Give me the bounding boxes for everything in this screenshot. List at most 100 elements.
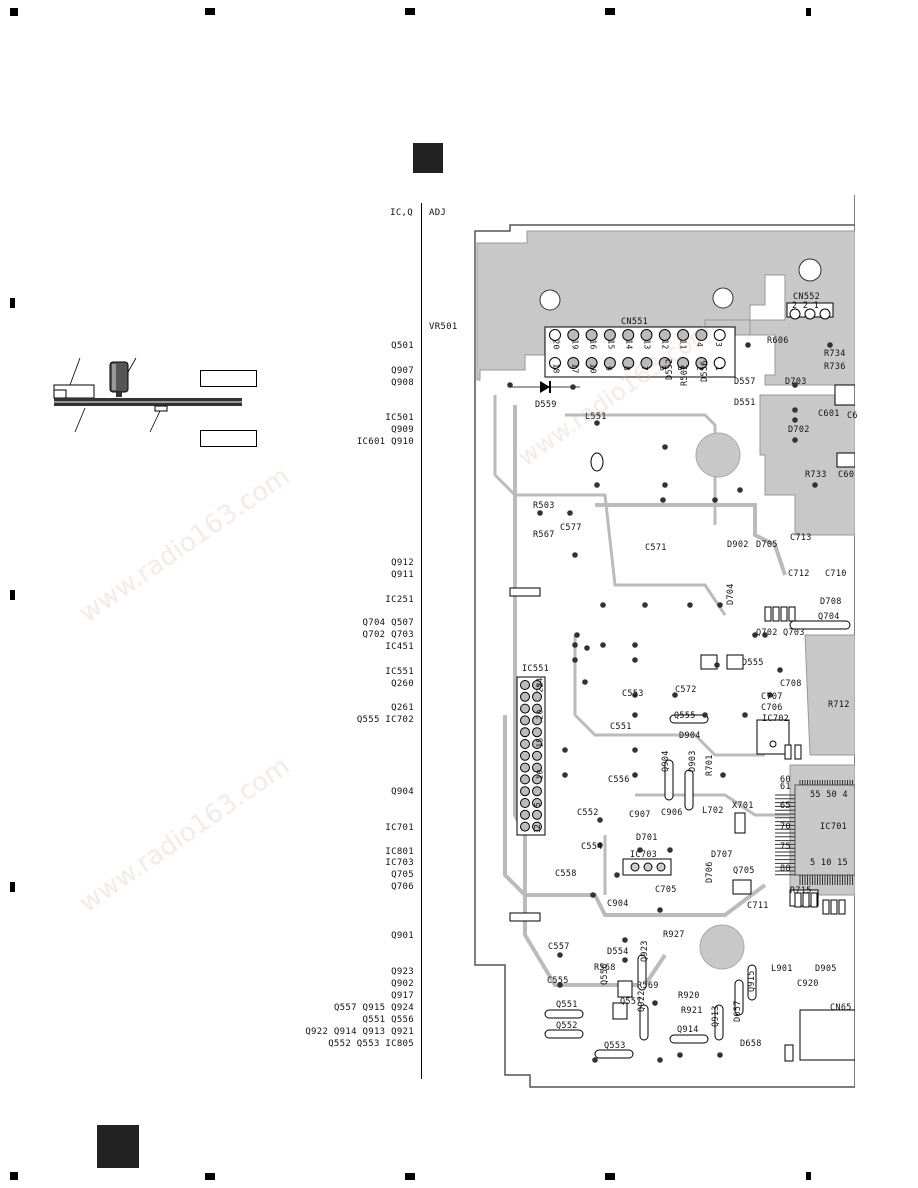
pcb-ref-d703: D703	[785, 377, 807, 387]
ic-q-label: Q702 Q703	[362, 630, 414, 640]
via	[600, 642, 606, 648]
cn551-pin-number: 19	[570, 339, 580, 350]
pcb-ref-l551: L551	[585, 412, 607, 422]
pcb-ref-cn552-pins: 2 2 1	[792, 301, 820, 311]
cn551-pin-number: 18	[551, 363, 561, 374]
via	[687, 602, 693, 608]
via	[594, 420, 600, 426]
via	[632, 642, 638, 648]
ic551-pin-number: 20	[535, 709, 545, 720]
ic-pin	[532, 703, 542, 714]
via	[827, 342, 833, 348]
ic-pin	[520, 750, 530, 761]
pcb-ref-d904: D904	[679, 731, 701, 741]
via	[667, 847, 673, 853]
via	[677, 1052, 683, 1058]
via	[592, 1057, 598, 1063]
ic-q-label: Q904	[391, 787, 414, 797]
cn551-pin-number: 3	[714, 341, 724, 348]
connector-pin	[603, 329, 616, 341]
pcb-ref-cn551: CN551	[621, 317, 649, 327]
pcb-ref-c712: C712	[788, 569, 810, 579]
ic-pin	[520, 680, 530, 690]
pcb-ref-c906: C906	[661, 808, 683, 818]
via	[614, 872, 620, 878]
side-mark	[10, 882, 15, 892]
ic-q-label: IC551	[385, 667, 414, 677]
via	[584, 645, 590, 651]
via	[652, 1000, 658, 1006]
label-box-lower	[200, 430, 257, 447]
via	[777, 667, 783, 673]
ic-q-label: Q923	[391, 967, 414, 977]
connector-pin	[713, 357, 726, 369]
ic-q-label: Q706	[391, 882, 414, 892]
pcb-ref-cn65: CN65	[830, 1003, 852, 1013]
ic-pin	[532, 750, 542, 761]
ic-pin	[532, 715, 542, 726]
pcb-ref-l702: L702	[702, 806, 724, 816]
ic551-pin-number: 1	[533, 827, 543, 834]
pcb-ref-d707: D707	[711, 850, 733, 860]
pcb-ref-q922: Q922	[637, 990, 647, 1012]
via	[702, 712, 708, 718]
pcb-ref-c920: C920	[797, 979, 819, 989]
via	[582, 679, 588, 685]
pcb-ref-q557: Q557	[620, 997, 642, 1007]
pcb-ref-q914: Q914	[677, 1025, 699, 1035]
ic-pin	[520, 798, 530, 808]
ic-q-label: Q901	[391, 931, 414, 941]
ic-q-label: Q909	[391, 425, 414, 435]
registration-mark	[10, 1172, 18, 1180]
via	[537, 510, 543, 516]
pcb-ref-r920: R920	[678, 991, 700, 1001]
adj-item: VR501	[429, 322, 458, 332]
ic-q-label: IC451	[385, 642, 414, 652]
pcb-ref-r736: R736	[824, 362, 846, 372]
pcb-ref-d905: D905	[815, 964, 837, 974]
ic-pin	[532, 809, 542, 820]
registration-mark	[205, 8, 215, 15]
adj-header: ADJ	[429, 208, 447, 218]
ic-q-label: Q551 Q556	[362, 1015, 414, 1025]
via	[717, 602, 723, 608]
pcb-ref-ic701-pin-nums-top: 55 50 4	[810, 790, 848, 800]
pcb-ref-c552: C552	[577, 808, 599, 818]
ic-pin	[532, 739, 542, 749]
side-mark	[10, 298, 15, 308]
ic701-pin-number: 80	[780, 864, 791, 874]
via	[562, 772, 568, 778]
via	[657, 1057, 663, 1063]
cn551-pin-number: 15	[606, 339, 616, 350]
pcb-ref-q702: Q702	[756, 628, 778, 638]
pcb-ref-c572: C572	[675, 685, 697, 695]
pcb-ref-q915: Q915	[747, 970, 757, 992]
pcb-ref-c713: C713	[790, 533, 812, 543]
pcb-ref-d706: D706	[705, 861, 715, 883]
pcb-ref-r606: R606	[767, 336, 789, 346]
pcb-ref-q553: Q553	[604, 1041, 626, 1051]
connector-pin	[658, 329, 671, 341]
ic-pin	[520, 762, 530, 773]
ic551-pin-number: 15	[535, 737, 545, 748]
column-divider	[421, 203, 422, 1079]
ic-pin	[520, 739, 530, 749]
cn551-pin-number: 10	[588, 363, 598, 374]
pcb-ref-c907: C907	[629, 810, 651, 820]
via	[594, 482, 600, 488]
pcb-ref-r921: R921	[681, 1006, 703, 1016]
via	[507, 382, 513, 388]
connector-pin	[567, 357, 580, 369]
registration-mark	[605, 8, 615, 15]
via	[792, 382, 798, 388]
page-block-marker	[97, 1125, 139, 1168]
pcb-ref-d702: D702	[788, 425, 810, 435]
pcb-ref-c904: C904	[607, 899, 629, 909]
via	[632, 712, 638, 718]
ic-q-label: Q917	[391, 991, 414, 1001]
ic-q-label: Q261	[391, 703, 414, 713]
connector-pin	[585, 357, 598, 369]
cn551-pin-number: 1	[714, 365, 724, 372]
pcb-ref-c60: C60	[838, 470, 855, 480]
cn551-pin-number: 4	[695, 341, 705, 348]
